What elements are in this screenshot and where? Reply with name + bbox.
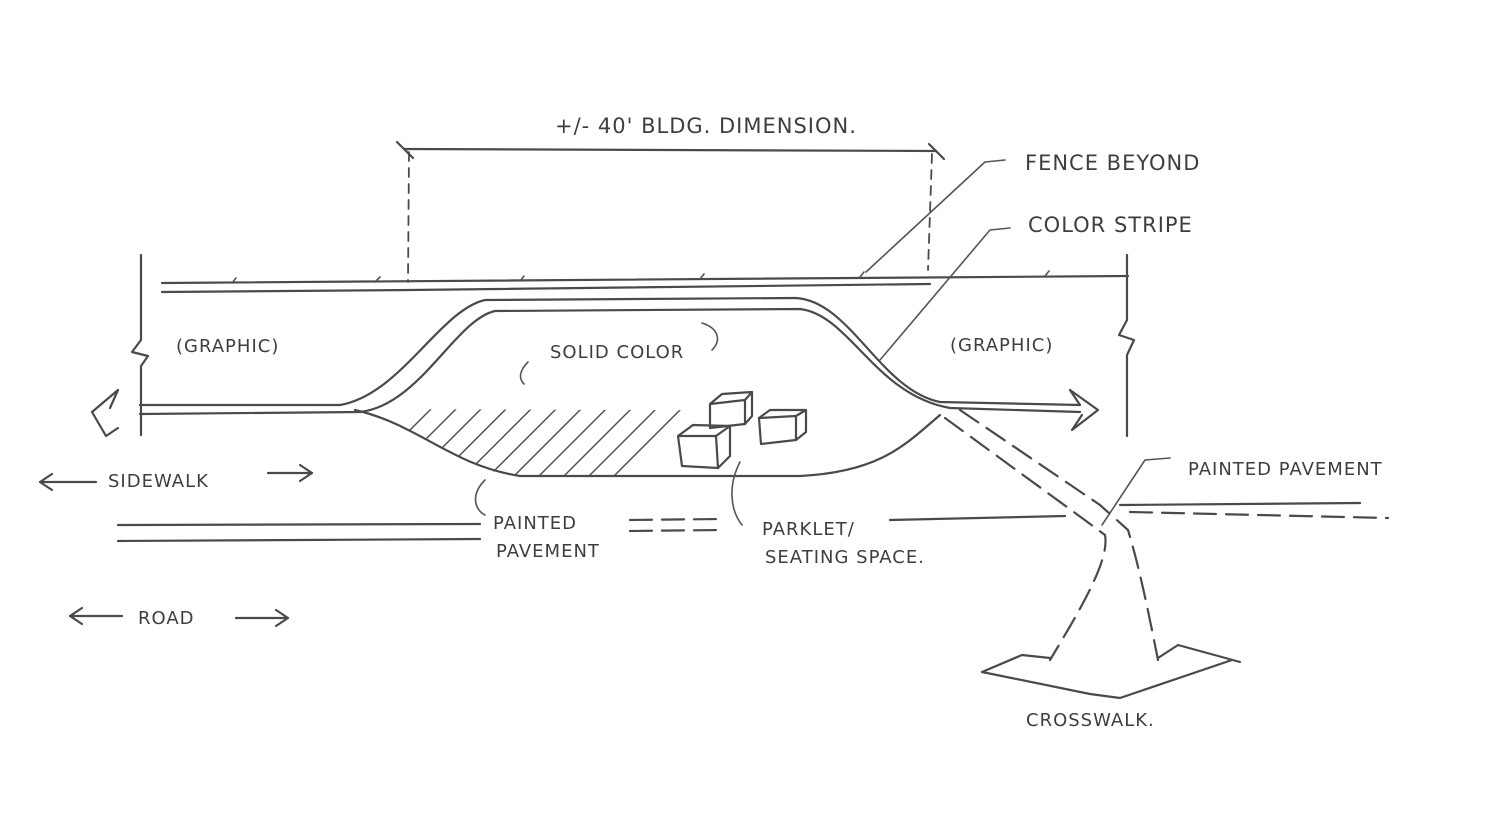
road-line-lower-left xyxy=(116,537,482,543)
bumpout-outline xyxy=(353,408,942,478)
crosswalk-far-marks xyxy=(980,643,1242,674)
color-stripe: COLOR STRIPE xyxy=(138,213,1193,416)
graphic-label-left: (GRAPHIC) xyxy=(176,336,279,357)
dimension-line xyxy=(402,147,938,153)
color-stripe-label: COLOR STRIPE xyxy=(1028,213,1193,237)
fence-line-lower xyxy=(160,282,932,294)
graphic-label-right: (GRAPHIC) xyxy=(950,335,1053,356)
crosswalk-edge-right xyxy=(958,408,1160,662)
break-line-right xyxy=(1117,253,1136,438)
fence-leader-line xyxy=(865,159,1006,273)
color-stripe-leader-line xyxy=(879,227,1011,361)
painted-pavement-right-label: PAINTED PAVEMENT xyxy=(1188,459,1383,480)
solid-color-leader-right xyxy=(701,322,719,351)
seating-cube-1 xyxy=(708,390,754,430)
color-stripe-outer xyxy=(138,296,1082,407)
crosswalk-bottom-leader xyxy=(980,658,1234,700)
road-edge xyxy=(116,501,1390,543)
parklet-label-1: PARKLET/ xyxy=(762,519,855,540)
dimension-tick-right xyxy=(927,142,946,161)
road-arrow-left xyxy=(68,606,124,626)
building-dimension: +/- 40' BLDG. DIMENSION. xyxy=(395,114,946,283)
road-line-upper-mid xyxy=(628,517,722,522)
road-line-far-upper xyxy=(1128,510,1390,520)
break-line-left xyxy=(130,253,150,437)
road-label: ROAD xyxy=(138,608,195,629)
color-stripe-inner xyxy=(138,307,1082,416)
sidewalk-arrow-right-head xyxy=(1068,388,1100,432)
crosswalk-path: CROSSWALK. xyxy=(943,408,1242,731)
parklet-bumpout xyxy=(353,408,942,478)
road-line-upper-left xyxy=(116,522,482,527)
crosswalk-edge-left xyxy=(943,416,1107,662)
dimension-extension-left xyxy=(407,151,410,283)
dimension-extension-right xyxy=(927,153,933,271)
sidewalk-arrow-left-head xyxy=(90,388,120,438)
fence-beyond: FENCE BEYOND xyxy=(160,151,1200,294)
dimension-tick-left xyxy=(395,140,415,160)
parklet-leader xyxy=(731,461,743,526)
seating-cube-2 xyxy=(757,408,808,446)
sidewalk-label: SIDEWALK xyxy=(108,471,209,492)
road-line-far-lower xyxy=(1118,501,1362,507)
painted-pavement-hatch xyxy=(359,409,691,476)
road-indicator: ROAD xyxy=(68,606,290,629)
painted-pavement-right-leader xyxy=(1101,457,1171,526)
painted-pavement-left-label-1: PAINTED xyxy=(493,513,577,534)
solid-color-leader-left xyxy=(519,361,529,385)
seating-cubes xyxy=(676,390,808,470)
fence-beyond-label: FENCE BEYOND xyxy=(1025,151,1200,175)
solid-color-label: SOLID COLOR xyxy=(550,342,684,363)
road-line-upper-right xyxy=(888,514,1067,522)
building-dimension-label: +/- 40' BLDG. DIMENSION. xyxy=(555,114,857,138)
seating-cube-3 xyxy=(676,423,732,470)
sidewalk-arrow-right xyxy=(266,463,314,483)
fence-line-upper xyxy=(160,274,1130,285)
fence-post-marks xyxy=(231,270,1050,284)
painted-pavement-left-leader xyxy=(474,479,486,516)
sidewalk-arrow-left xyxy=(38,472,98,492)
crosswalk-label: CROSSWALK. xyxy=(1026,710,1155,731)
sidewalk-indicator: SIDEWALK xyxy=(38,463,314,492)
parklet-label-2: SEATING SPACE. xyxy=(765,547,925,568)
painted-pavement-left-label-2: PAVEMENT xyxy=(496,541,600,562)
road-arrow-right xyxy=(234,608,290,628)
road-line-lower-mid xyxy=(628,528,722,533)
